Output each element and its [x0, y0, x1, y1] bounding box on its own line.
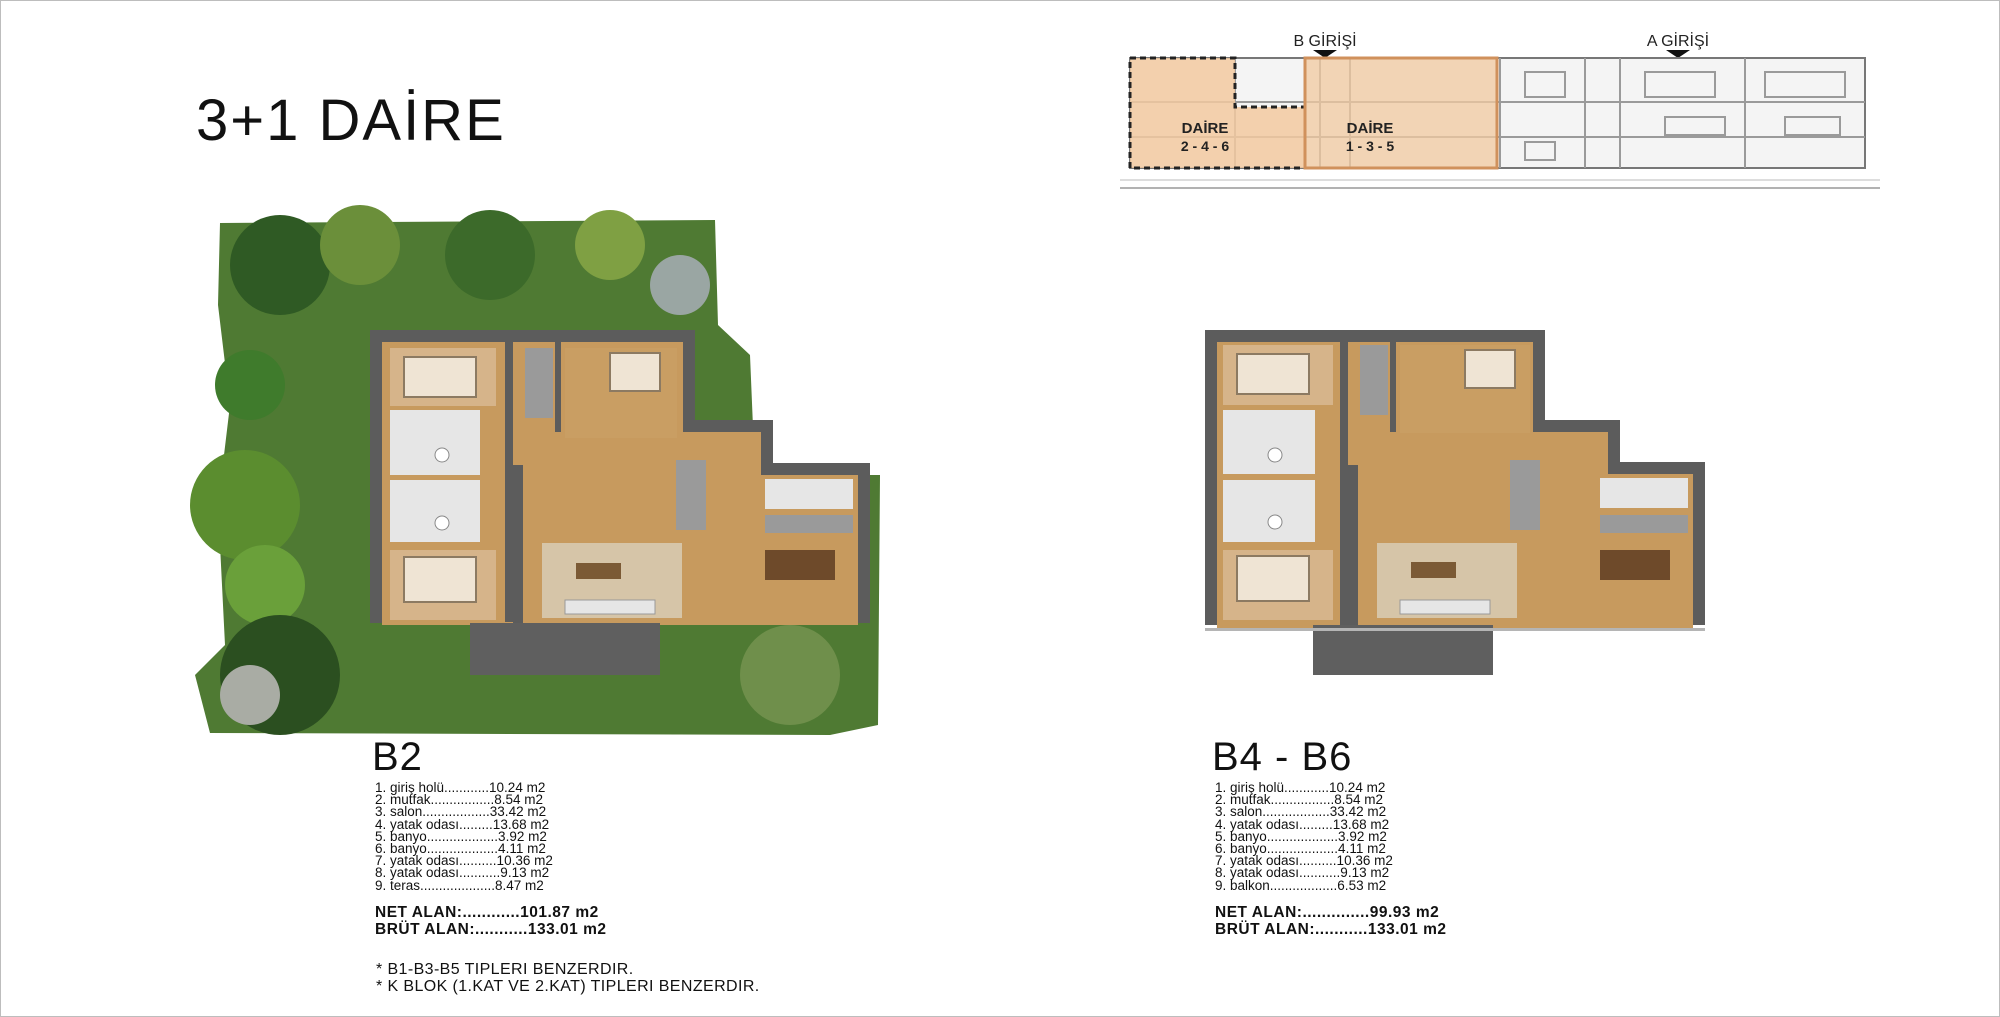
room-list-b2: 1. giriş holü............10.24 m2 2. mut…: [375, 780, 553, 893]
coffee-table-icon: [1411, 562, 1456, 578]
bathroom-2: [1223, 480, 1315, 542]
room-item: 1. giriş holü............10.24 m2: [1215, 780, 1386, 795]
bathroom-1: [390, 410, 480, 475]
toilet-icon: [1267, 447, 1283, 463]
kitchen-island: [1510, 460, 1540, 530]
kitchen-counter: [1600, 478, 1688, 508]
bed-icon: [1236, 353, 1310, 395]
bed-icon: [403, 556, 477, 603]
sofa-icon: [564, 599, 656, 615]
bed-icon: [1464, 349, 1516, 389]
kitchen-wall: [765, 515, 853, 533]
room-list-b4-b6: 1. giriş holü............10.24 m2 2. mut…: [1215, 780, 1393, 893]
gross-area: BRÜT ALAN:...........133.01 m2: [375, 921, 607, 938]
room-item: 3. salon..................33.42 m2: [1215, 804, 1387, 820]
room-item: 7. yatak odası..........10.36 m2: [1215, 853, 1393, 869]
key-plan: B GİRİŞİ A GİRİŞİ DAİRE 2 - 4 -: [1105, 22, 1885, 197]
apartment-plan: [1205, 330, 1705, 675]
kitchen-counter: [765, 479, 853, 509]
room-item: 9. teras....................8.47 m2: [375, 877, 544, 893]
room-item: 3. salon..................33.42 m2: [375, 804, 547, 820]
room-item: 7. yatak odası..........10.36 m2: [375, 853, 553, 869]
floor-plan-b4-b6: [1205, 330, 1705, 680]
room-item: 5. banyo...................3.92 m2: [1215, 828, 1387, 844]
room-item: 9. balkon..................6.53 m2: [1215, 877, 1387, 893]
wardrobe: [525, 348, 553, 418]
net-area: NET ALAN:............101.87 m2: [375, 904, 599, 921]
dining-table-icon: [765, 550, 835, 580]
key-plan-drawing: B GİRİŞİ A GİRİŞİ DAİRE 2 - 4 -: [1120, 31, 1880, 189]
wardrobe: [1360, 345, 1388, 415]
entrance-a-arrow-icon: [1666, 50, 1690, 58]
room-item: 8. yatak odası...........9.13 m2: [375, 865, 550, 881]
note-item: * B1-B3-B5 TIPLERI BENZERDIR.: [376, 961, 634, 978]
terrace: [470, 623, 660, 675]
unit-1-3-5-highlight: [1303, 56, 1499, 170]
unit-right-numbers: 1 - 3 - 5: [1346, 138, 1394, 154]
room-item: 4. yatak odası.........13.68 m2: [375, 816, 550, 832]
unit-name-b2: B2: [372, 735, 423, 779]
entrance-b-arrow-icon: [1313, 50, 1337, 58]
bathroom-2: [390, 480, 480, 542]
tree-cluster: [190, 205, 840, 735]
entrance-b-label: B GİRİŞİ: [1293, 31, 1356, 50]
room-item: 1. giriş holü............10.24 m2: [375, 780, 546, 795]
room-item: 2. mutfak.................8.54 m2: [375, 792, 544, 808]
kitchen-wall: [1600, 515, 1688, 533]
sofa-icon: [1399, 599, 1491, 615]
dining-table-icon: [1600, 550, 1670, 580]
room-item: 6. banyo...................4.11 m2: [1215, 841, 1386, 857]
unit-right-label: DAİRE: [1347, 120, 1394, 137]
coffee-table-icon: [576, 563, 621, 579]
room-item: 4. yatak odası.........13.68 m2: [1215, 816, 1390, 832]
unit-left-label: DAİRE: [1182, 120, 1229, 137]
note-item: * K BLOK (1.KAT VE 2.KAT) TIPLERI BENZER…: [376, 978, 760, 995]
bed-icon: [403, 356, 477, 398]
page-title: 3+1 DAİRE: [196, 88, 506, 153]
gross-area: BRÜT ALAN:...........133.01 m2: [1215, 921, 1447, 938]
room-item: 6. banyo...................4.11 m2: [375, 841, 546, 857]
bed-icon: [609, 352, 661, 392]
balcony-rail: [1205, 628, 1705, 631]
unit-left-numbers: 2 - 4 - 6: [1181, 138, 1229, 154]
entrance-a-label: A GİRİŞİ: [1647, 31, 1709, 50]
unit-name-b4-b6: B4 - B6: [1212, 735, 1353, 779]
room-item: 5. banyo...................3.92 m2: [375, 828, 547, 844]
room-item: 8. yatak odası...........9.13 m2: [1215, 865, 1390, 881]
area-totals-b4-b6: NET ALAN:..............99.93 m2 BRÜT ALA…: [1215, 904, 1446, 938]
notes: * B1-B3-B5 TIPLERI BENZERDIR. * K BLOK (…: [376, 961, 760, 995]
room-item: 2. mutfak.................8.54 m2: [1215, 792, 1384, 808]
floor-plan-b2: [190, 205, 890, 745]
apartment-plan: [370, 330, 870, 675]
bathroom-1: [1223, 410, 1315, 474]
toilet-icon: [434, 447, 450, 463]
area-totals-b2: NET ALAN:............101.87 m2 BRÜT ALAN…: [375, 904, 606, 938]
net-area: NET ALAN:..............99.93 m2: [1215, 904, 1440, 921]
balcony: [1313, 625, 1493, 675]
toilet-icon: [1267, 514, 1283, 530]
toilet-icon: [434, 515, 450, 531]
kitchen-island: [676, 460, 706, 530]
bed-icon: [1236, 555, 1310, 602]
